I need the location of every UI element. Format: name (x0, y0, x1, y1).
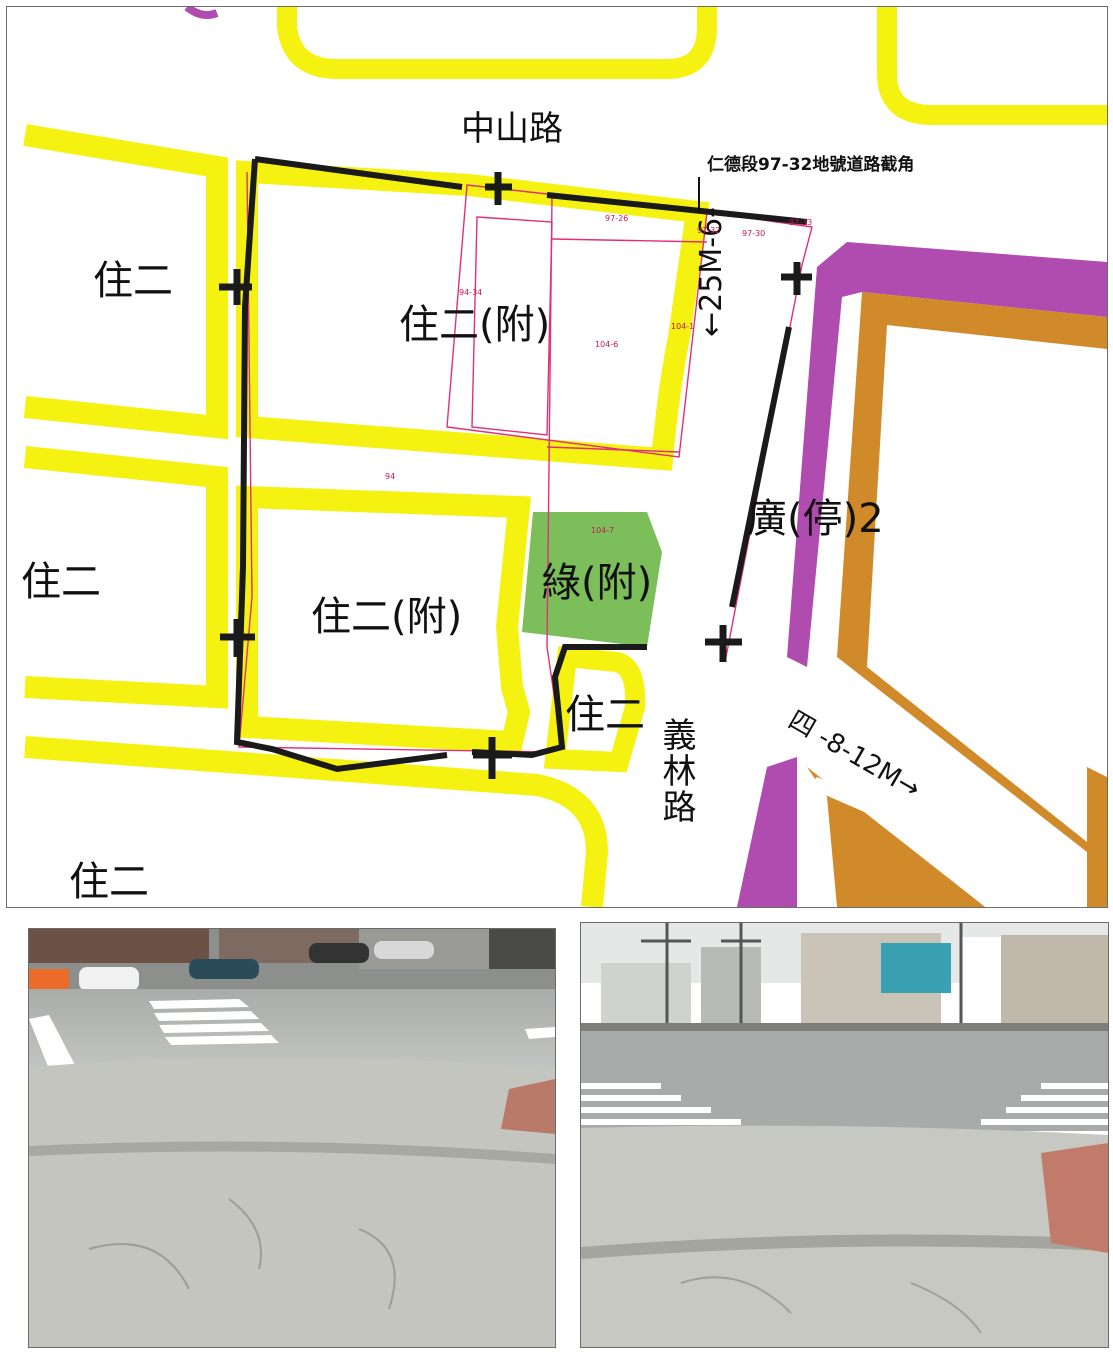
plaza-area (787, 242, 1107, 667)
zoning-map: 住二 住二 住二 住二(附) 住二(附) 綠(附) 住二 廣(停)2 中山路 義… (6, 6, 1108, 908)
cross-markers (219, 172, 812, 779)
commercial-area (837, 292, 1107, 907)
parcel-label: 97-33 (789, 218, 813, 227)
street-corner-photo-icon (29, 929, 555, 1347)
parcel-label: 97-26 (605, 214, 629, 223)
parcel-label: 97-30 (742, 229, 766, 238)
photo-right (580, 922, 1109, 1348)
parcel-label: 104-6 (595, 340, 619, 349)
road-label-north: 中山路 (461, 109, 563, 149)
parcel-label: 94 (385, 472, 396, 481)
street-corner-photo-icon (581, 923, 1108, 1347)
photo-left (28, 928, 556, 1348)
block-outline-small (543, 646, 646, 773)
block-outline-west-mid (23, 446, 228, 709)
site-boundary (233, 156, 808, 773)
zone-label-small-block: 住二 (565, 692, 645, 738)
zone-label-south-block: 住二(附) (311, 594, 463, 640)
parcel-label: 104-1 (671, 322, 695, 331)
zone-label-north-block: 住二(附) (399, 302, 551, 348)
block-outline-north (236, 160, 710, 471)
zone-label-west-top: 住二 (93, 258, 173, 304)
green-area (522, 512, 662, 647)
zone-label-green: 綠(附) (541, 560, 653, 606)
zone-label-south-west: 住二 (69, 859, 149, 905)
zone-label-plaza: 廣(停)2 (747, 496, 884, 542)
parcel-label: 97-32 (697, 226, 721, 235)
corner-note-arrow-icon (698, 177, 700, 213)
parcel-label: 104-7 (591, 526, 615, 535)
block-outline-south (236, 485, 532, 754)
road-label-south: 義林路 (656, 717, 696, 825)
block-outline-west-top (23, 124, 228, 440)
block-outline-top-center (277, 7, 717, 79)
zone-label-west-mid: 住二 (21, 559, 101, 605)
corner-note: 仁德段97-32地號道路截角 (707, 155, 915, 175)
block-outline-south (24, 736, 609, 907)
parcel-label: 94-34 (459, 288, 483, 297)
block-outline-top-right (877, 7, 1107, 125)
map-canvas (23, 7, 1107, 907)
